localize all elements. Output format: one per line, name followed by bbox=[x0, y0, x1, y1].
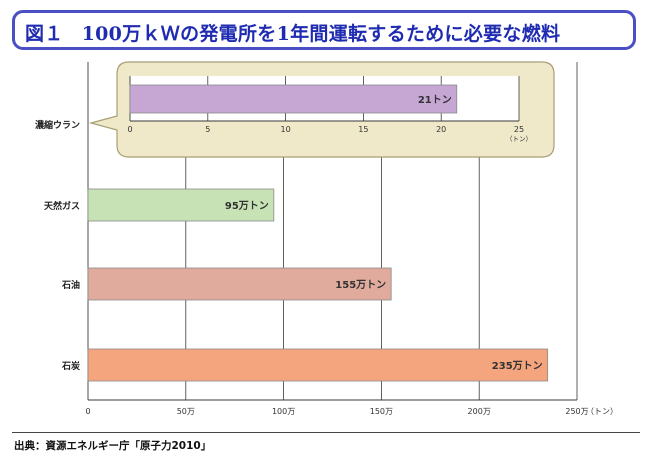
bar-value-label: 235万トン bbox=[492, 360, 543, 372]
category-label-uranium: 濃縮ウラン bbox=[35, 119, 80, 131]
title-main: 100万ｋＷの発電所を1年間運転するために必要な燃料 bbox=[81, 23, 561, 45]
title-box: 図１ 100万ｋＷの発電所を1年間運転するために必要な燃料 bbox=[12, 10, 636, 50]
inset-x-tick-label: 10 bbox=[281, 125, 291, 134]
inset-x-unit: （トン） bbox=[506, 135, 532, 143]
inset-x-tick-label: 0 bbox=[127, 125, 132, 134]
category-label: 石炭 bbox=[61, 360, 80, 372]
inset-x-tick-label: 5 bbox=[205, 125, 210, 134]
inset-x-tick-label: 20 bbox=[436, 125, 446, 134]
main-x-tick-label: 50万 bbox=[177, 407, 195, 416]
main-x-tick-label: 100万 bbox=[272, 407, 295, 416]
source-credit: 出典：資源エネルギー庁「原子力2010」 bbox=[14, 440, 212, 452]
category-label: 天然ガス bbox=[44, 200, 80, 212]
main-x-tick-label: 250万 bbox=[565, 407, 588, 416]
bar-1 bbox=[87, 188, 275, 222]
bar-value-label: 155万トン bbox=[335, 279, 386, 291]
main-x-tick-label: 200万 bbox=[468, 407, 491, 416]
bar-value-label: 95万トン bbox=[225, 200, 269, 212]
inset-x-tick-label: 15 bbox=[358, 125, 368, 134]
bar-3 bbox=[87, 348, 549, 382]
uranium-bar bbox=[129, 84, 458, 114]
uranium-value-label: 21トン bbox=[418, 94, 452, 106]
main-x-tick-label: 0 bbox=[85, 407, 90, 416]
main-x-tick-label: 150万 bbox=[370, 407, 393, 416]
figure-number: 図１ bbox=[25, 23, 64, 45]
bar-2 bbox=[87, 267, 392, 301]
category-label: 石油 bbox=[61, 279, 80, 291]
source-divider bbox=[12, 432, 640, 433]
main-x-unit: （トン） bbox=[586, 407, 618, 416]
inset-x-tick-label: 25 bbox=[514, 125, 524, 134]
chart-title: 図１ 100万ｋＷの発電所を1年間運転するために必要な燃料 bbox=[25, 19, 560, 46]
